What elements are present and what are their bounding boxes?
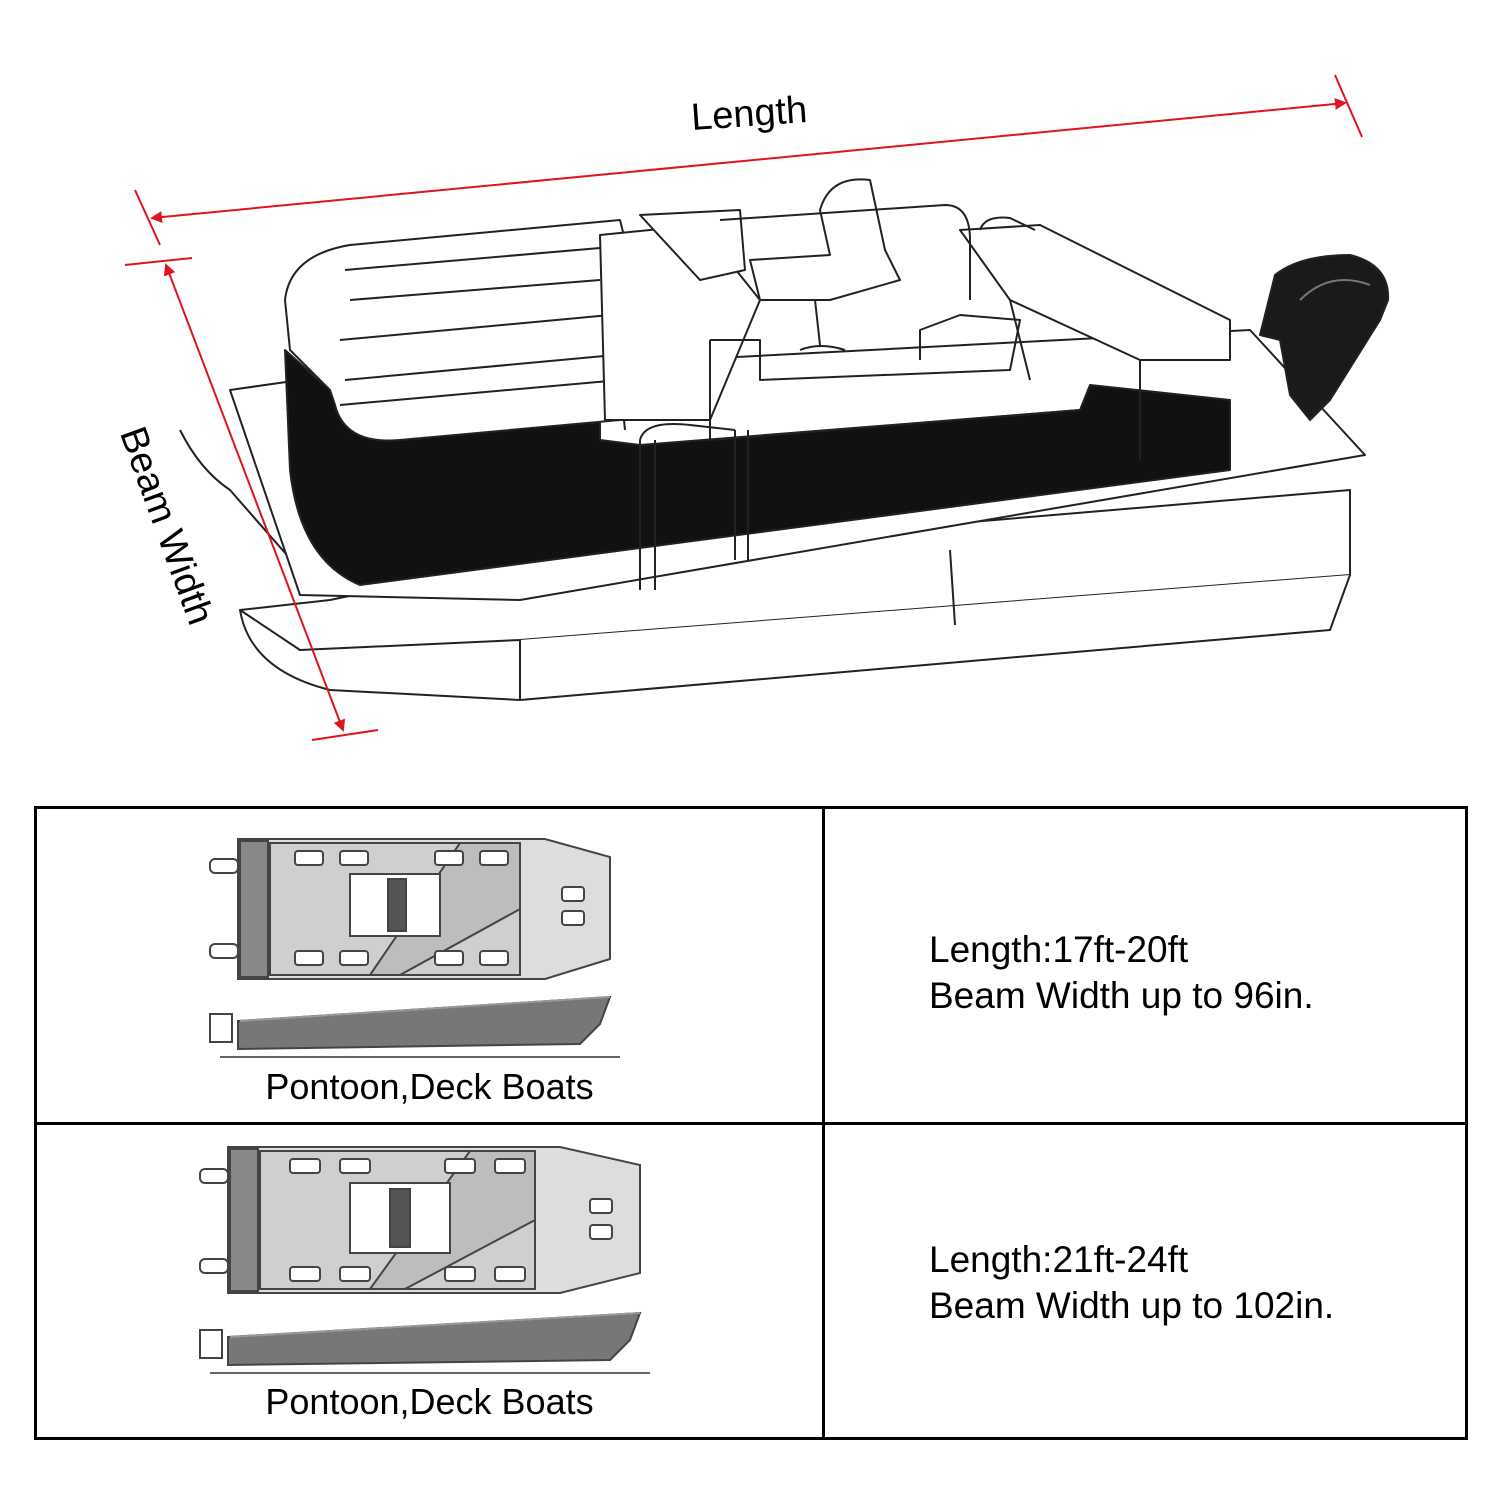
length-arrow (150, 97, 1347, 224)
boat-type-cell: Pontoon,Deck Boats (34, 806, 825, 1125)
pontoon-boat-illustration (179, 178, 1390, 701)
beam-extension-bottom (311, 729, 379, 741)
boat-type-label: Pontoon,Deck Boats (265, 1381, 594, 1422)
spec-text: Length:17ft-20ft Beam Width up to 96in. (929, 927, 1314, 1019)
length-spec: Length:17ft-20ft (929, 929, 1189, 970)
size-row: Pontoon,Deck Boats Length:21ft-24ft Beam… (34, 1121, 1468, 1440)
boat-side-view (198, 1311, 650, 1374)
boat-side-view (208, 995, 620, 1058)
size-table: Pontoon,Deck Boats Length:17ft-20ft Beam… (34, 806, 1468, 1440)
boat-drawings (208, 838, 620, 1058)
boat-top-view (198, 1145, 641, 1294)
length-spec: Length:21ft-24ft (929, 1238, 1189, 1280)
boat-type-cell: Pontoon,Deck Boats (34, 1121, 825, 1440)
beam-extension-top (124, 257, 193, 266)
boat-top-view (208, 838, 611, 980)
beam-width-arrow (163, 263, 346, 732)
spec-text: Length:21ft-24ft Beam Width up to 102in. (929, 1237, 1334, 1329)
boat-type-label: Pontoon,Deck Boats (265, 1065, 594, 1107)
length-label: Length (690, 89, 809, 139)
length-extension-left (134, 189, 161, 246)
beam-spec: Beam Width up to 96in. (929, 975, 1314, 1016)
spec-cell: Length:21ft-24ft Beam Width up to 102in. (822, 1121, 1468, 1440)
beam-spec: Beam Width up to 102in. (929, 1284, 1335, 1326)
boat-drawings (198, 1145, 650, 1374)
size-row: Pontoon,Deck Boats Length:17ft-20ft Beam… (34, 806, 1468, 1125)
pontoon-boat-diagram: Length Beam Width (111, 74, 1390, 741)
beam-width-label: Beam Width (111, 421, 221, 630)
length-extension-right (1334, 74, 1363, 138)
spec-cell: Length:17ft-20ft Beam Width up to 96in. (822, 806, 1468, 1125)
length-dimension: Length (134, 74, 1363, 246)
